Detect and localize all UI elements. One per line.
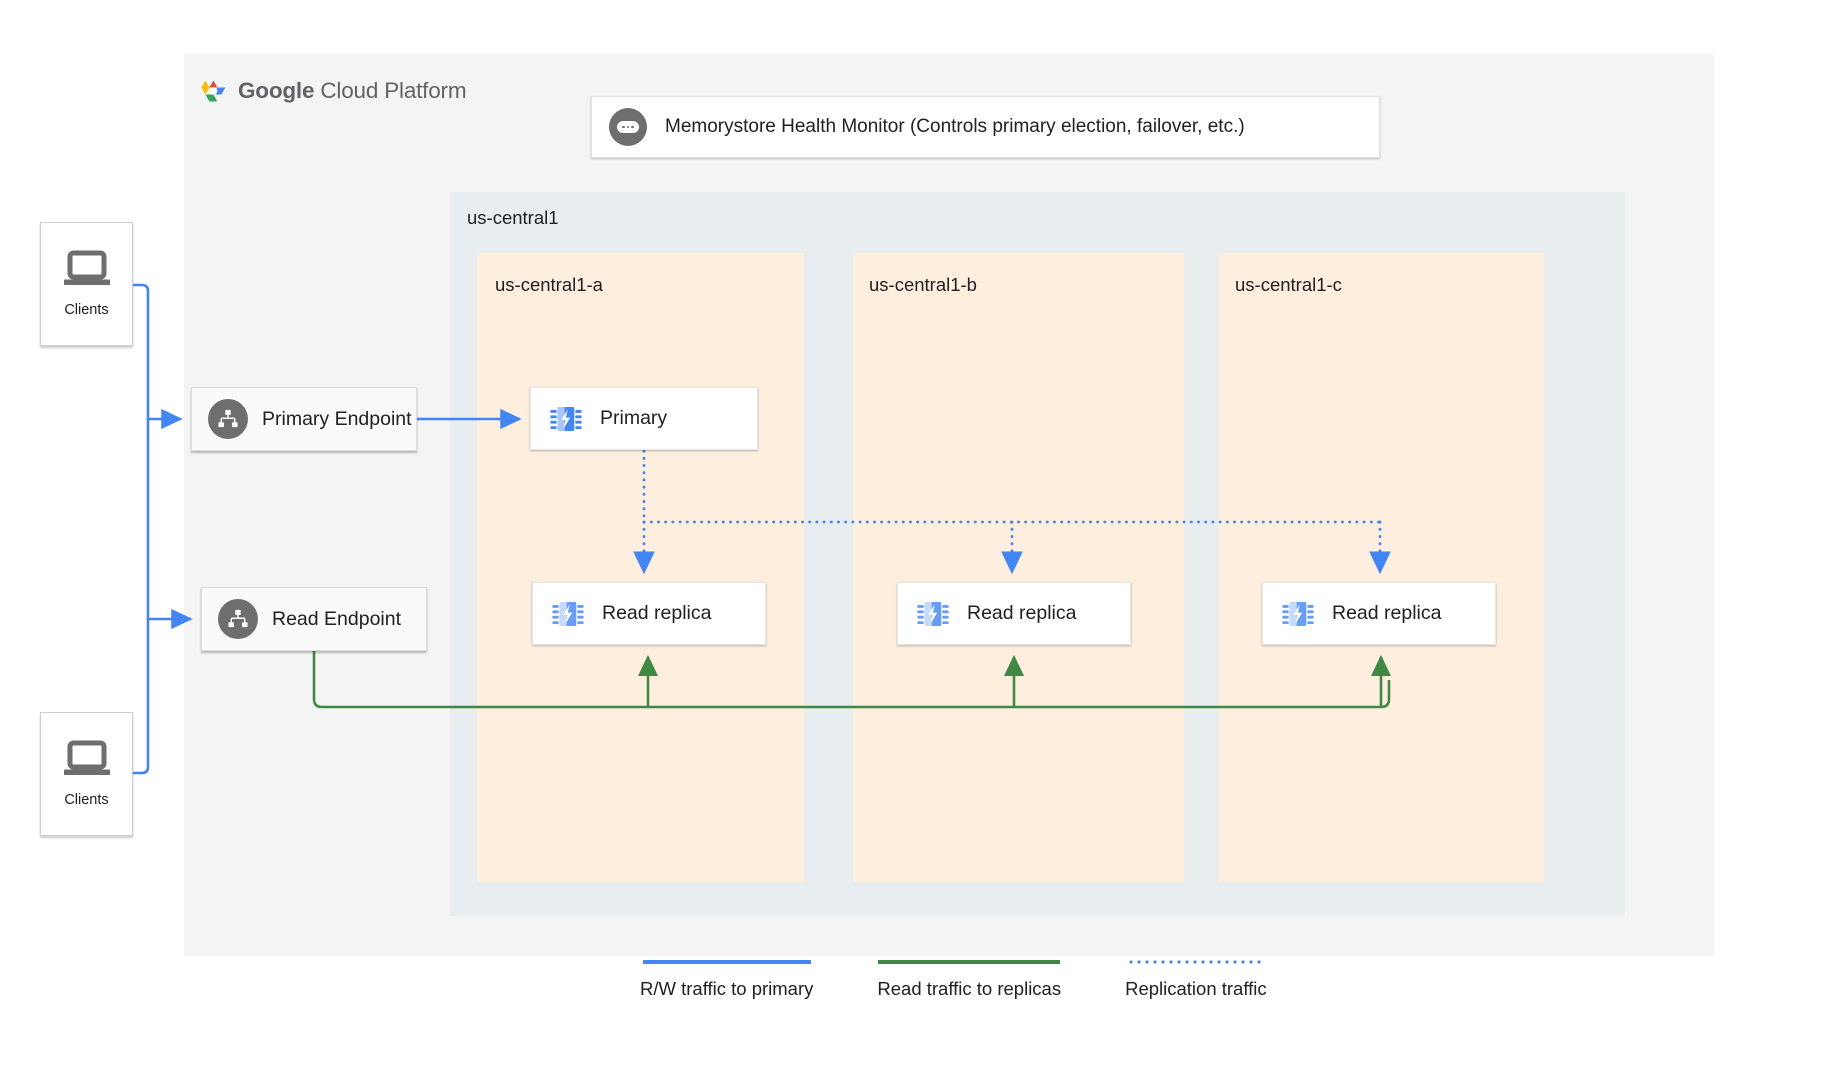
wire-clients-to-endpoints: [133, 283, 193, 775]
node-read-replica-c-label: Read replica: [1332, 602, 1442, 624]
region-label: us-central1: [467, 207, 559, 228]
legend-label-rw-traffic: R/W traffic to primary: [640, 978, 814, 999]
chip-replica-icon: [917, 601, 949, 626]
google-cloud-logo-icon: [201, 80, 226, 102]
node-read-replica-c[interactable]: Read replica: [1262, 582, 1496, 645]
node-primary[interactable]: Primary: [530, 387, 758, 450]
primary-endpoint-label: Primary Endpoint: [262, 407, 412, 430]
wire-read-endpoint-to-replicas: [312, 651, 1392, 709]
google-cloud-platform-branding: Google Cloud Platform: [198, 76, 467, 106]
legend-swatch-solid-blue: [642, 960, 811, 964]
chip-replica-icon: [1282, 601, 1314, 626]
legend-item-read-traffic: Read traffic to replicas: [877, 960, 1061, 1000]
wire-replication-traffic: [633, 449, 1391, 575]
zone-label-c: us-central1-c: [1235, 274, 1342, 295]
read-endpoint-label: Read Endpoint: [272, 607, 402, 630]
laptop-icon: [63, 740, 110, 775]
platform-brand-label: Google Cloud Platform: [238, 78, 467, 104]
legend-swatch-solid-green: [878, 960, 1061, 964]
legend-label-replication-traffic: Replication traffic: [1125, 978, 1267, 999]
laptop-icon: [63, 250, 110, 285]
legend-label-read-traffic: Read traffic to replicas: [877, 978, 1062, 999]
chip-replica-icon: [552, 601, 584, 626]
legend-item-rw-traffic: R/W traffic to primary: [640, 960, 813, 1000]
legend: R/W traffic to primary Read traffic to r…: [640, 960, 1267, 1000]
node-read-replica-a[interactable]: Read replica: [532, 582, 766, 645]
primary-endpoint-card[interactable]: Primary Endpoint: [191, 387, 417, 451]
hierarchy-glyph: [228, 609, 248, 628]
read-endpoint-card[interactable]: Read Endpoint: [201, 587, 427, 651]
clients-label-top: Clients: [64, 302, 109, 318]
health-monitor-label: Memorystore Health Monitor (Controls pri…: [665, 116, 1245, 137]
node-read-replica-b-label: Read replica: [967, 602, 1077, 624]
health-monitor-icon: [609, 108, 647, 146]
network-hierarchy-icon: [208, 399, 248, 439]
legend-swatch-dotted-blue: [1126, 960, 1265, 964]
legend-item-replication-traffic: Replication traffic: [1125, 960, 1267, 1000]
network-hierarchy-icon: [218, 599, 258, 639]
zone-label-a: us-central1-a: [495, 274, 603, 295]
node-read-replica-b[interactable]: Read replica: [897, 582, 1131, 645]
clients-label-bottom: Clients: [64, 792, 109, 808]
health-monitor-card[interactable]: Memorystore Health Monitor (Controls pri…: [591, 96, 1380, 158]
hierarchy-glyph: [218, 409, 238, 428]
node-read-replica-a-label: Read replica: [602, 602, 712, 624]
node-primary-label: Primary: [600, 407, 668, 429]
brand-bold: Google: [238, 78, 315, 103]
chip-primary-icon: [550, 406, 582, 431]
clients-card-top[interactable]: Clients: [40, 222, 133, 346]
brand-light: Cloud Platform: [320, 78, 467, 103]
zone-label-b: us-central1-b: [869, 274, 977, 295]
clients-card-bottom[interactable]: Clients: [40, 712, 133, 836]
